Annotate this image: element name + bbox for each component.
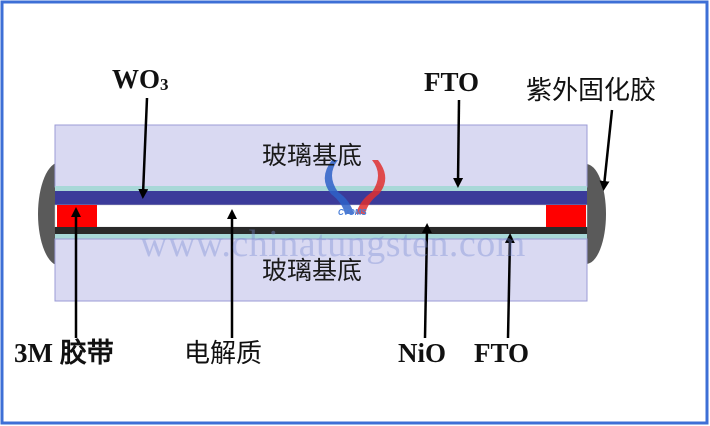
nio-label: NiO: [398, 338, 447, 368]
fto-layer-bottom: [55, 234, 587, 239]
glass-substrate-bottom: [54, 238, 588, 302]
fto-bottom-label: FTO: [474, 338, 530, 368]
arrow-nio: [421, 223, 432, 339]
tape-label: 3M 胶带: [14, 338, 114, 368]
fto-layer-top: [55, 186, 587, 191]
arrow-fto-bottom: [504, 233, 515, 339]
tape-right: [546, 205, 586, 227]
glass-top-label: 玻璃基底: [262, 141, 363, 170]
arrow-wo3: [138, 97, 149, 199]
glass-bottom-label: 玻璃基底: [262, 256, 363, 285]
watermark-logo-text: CTOMS: [338, 208, 367, 217]
uv-adhesive-label: 紫外固化胶: [526, 76, 657, 106]
wo3-label: WO3: [112, 64, 169, 94]
nio-layer: [55, 227, 587, 234]
fto-top-label: FTO: [424, 67, 480, 97]
arrow-uv-adhesive: [599, 109, 614, 191]
arrow-fto-top: [453, 99, 464, 188]
watermark-url: www.chinatungsten.com: [140, 223, 526, 265]
ctoms-logo-icon: [324, 160, 386, 214]
electrolyte-label: 电解质: [184, 339, 263, 369]
wo3-layer: [55, 191, 587, 205]
